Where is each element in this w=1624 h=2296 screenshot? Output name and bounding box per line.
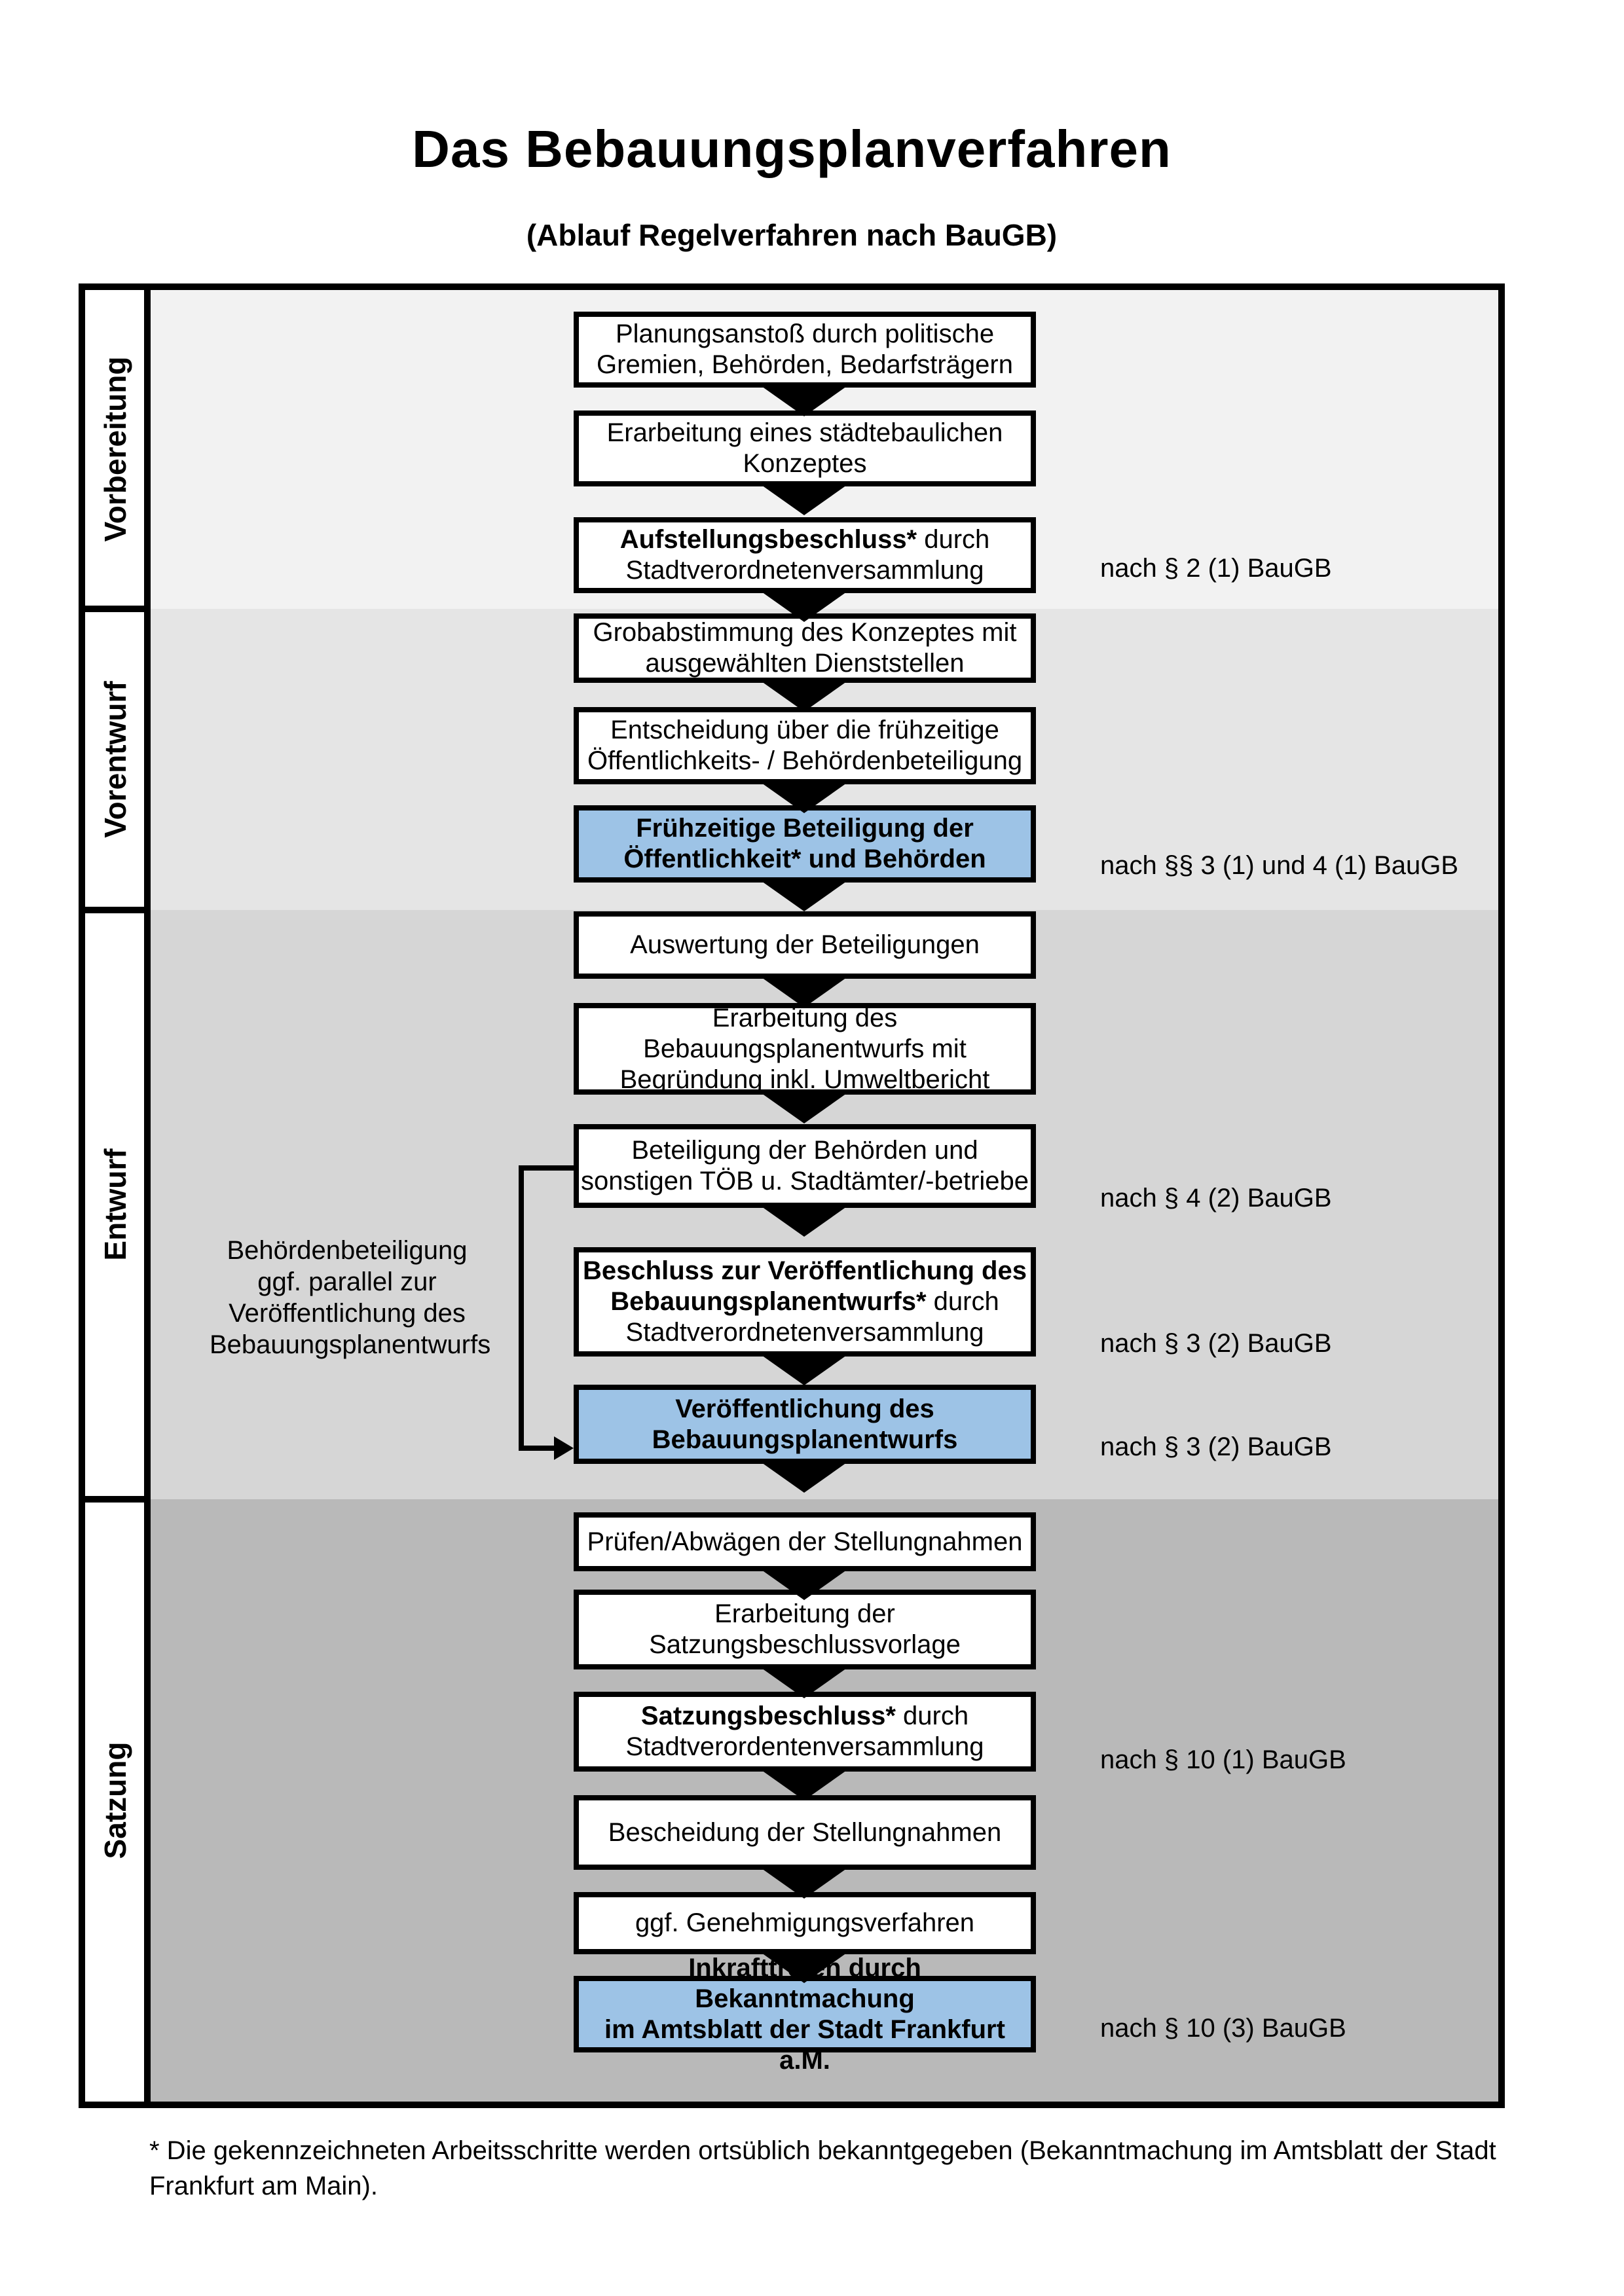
connector-arrow-icon	[554, 1436, 574, 1460]
flow-step-line: Erarbeitung eines städtebaulichen	[606, 418, 1003, 447]
arrow-down-icon	[762, 1355, 847, 1385]
flow-step-line: Erarbeitung des	[712, 1003, 898, 1032]
legal-reference: nach § 2 (1) BauGB	[1100, 554, 1332, 583]
arrow-down-icon	[762, 1953, 847, 1983]
flow-step-line: Stadtverordnetenversammlung	[625, 1318, 984, 1347]
flow-step-line: Öffentlichkeit* und Behörden	[623, 845, 986, 873]
legal-reference: nach §§ 3 (1) und 4 (1) BauGB	[1100, 851, 1458, 880]
flow-step-line: Prüfen/Abwägen der Stellungnahmen	[587, 1527, 1023, 1556]
flow-step-line: Öffentlichkeits- / Behördenbeteiligung	[587, 746, 1023, 775]
flow-step-line: Auswertung der Beteiligungen	[630, 930, 980, 959]
flow-step-line: Konzeptes	[743, 449, 867, 478]
flow-step-line: Bescheidung der Stellungnahmen	[608, 1817, 1002, 1847]
sidebar-divider	[144, 283, 151, 2108]
flow-step-line: Planungsanstoß durch politische	[615, 319, 995, 348]
flow-step-line: Beschluss zur Veröffentlichung des	[583, 1256, 1027, 1285]
arrow-down-icon	[762, 682, 847, 712]
flow-step-line: sonstigen TÖB u. Stadtämter/-betriebe	[580, 1167, 1029, 1195]
flow-step-line: Erarbeitung der	[714, 1599, 895, 1628]
arrow-down-icon	[762, 1207, 847, 1237]
page-title: Das Bebauungsplanverfahren	[412, 120, 1172, 178]
side-annotation-line: ggf. parallel zur	[257, 1267, 437, 1296]
arrow-down-icon	[762, 881, 847, 911]
connector-vertical-line	[519, 1165, 524, 1451]
flow-step-line: Begründung inkl. Umweltbericht	[619, 1065, 990, 1094]
arrow-down-icon	[762, 1868, 847, 1899]
connector-bottom-stub	[519, 1446, 554, 1451]
legal-reference: nach § 10 (3) BauGB	[1100, 2014, 1346, 2043]
arrow-down-icon	[762, 592, 847, 622]
arrow-down-icon	[762, 386, 847, 416]
flow-step-line: Entscheidung über die frühzeitige	[610, 716, 999, 744]
flow-step-line: Aufstellungsbeschluss* durch	[619, 525, 990, 554]
sidebar-label-satzung: Satzung	[98, 1741, 132, 1859]
arrow-down-icon	[762, 1093, 847, 1123]
flow-step-line: Bebauungsplanentwurfs mit	[643, 1034, 967, 1063]
sidebar-separator	[79, 907, 151, 913]
legal-reference: nach § 3 (2) BauGB	[1100, 1432, 1332, 1461]
sidebar-label-vorentwurf: Vorentwurf	[98, 681, 132, 838]
sidebar-separator	[79, 606, 151, 612]
arrow-down-icon	[762, 1668, 847, 1698]
flow-step: Auswertung der Beteiligungen	[574, 911, 1036, 979]
legal-reference: nach § 3 (2) BauGB	[1100, 1329, 1332, 1358]
flow-step-line: im Amtsblatt der Stadt Frankfurt a.M.	[604, 2014, 1005, 2075]
flow-step-line: Bebauungsplanentwurfs* durch	[610, 1287, 999, 1316]
flow-step-line: ggf. Genehmigungsverfahren	[635, 1908, 975, 1937]
side-annotation-line: Bebauungsplanentwurfs	[210, 1330, 491, 1359]
flow-step-line: Veröffentlichung des	[675, 1394, 934, 1423]
sidebar-label-entwurf: Entwurf	[98, 1148, 132, 1261]
legal-reference: nach § 4 (2) BauGB	[1100, 1184, 1332, 1212]
side-annotation-line: Veröffentlichung des	[229, 1299, 466, 1328]
flow-step-line: Beteiligung der Behörden und	[631, 1136, 978, 1165]
diagram-frame	[79, 283, 1505, 2108]
legal-reference: nach § 10 (1) BauGB	[1100, 1745, 1346, 1774]
flow-step-line: Bebauungsplanentwurfs	[652, 1425, 958, 1454]
page-subtitle: (Ablauf Regelverfahren nach BauGB)	[526, 218, 1058, 252]
flow-step-line: Satzungsbeschlussvorlage	[649, 1630, 961, 1659]
flow-step-line: Stadtverordentenversammlung	[625, 1732, 984, 1761]
flow-step-line: Stadtverordnetenversammlung	[625, 556, 984, 585]
sidebar-label-vorbereitung: Vorbereitung	[98, 356, 132, 542]
arrow-down-icon	[762, 1463, 847, 1493]
arrow-down-icon	[762, 977, 847, 1008]
sidebar-separator	[79, 1496, 151, 1503]
flow-step: ggf. Genehmigungsverfahren	[574, 1892, 1036, 1954]
arrow-down-icon	[762, 1570, 847, 1600]
flow-step: Bescheidung der Stellungnahmen	[574, 1795, 1036, 1870]
connector-top-stub	[519, 1165, 574, 1171]
arrow-down-icon	[762, 1770, 847, 1800]
side-annotation-line: Behördenbeteiligung	[227, 1236, 468, 1265]
footnote: * Die gekennzeichneten Arbeitsschritte w…	[149, 2136, 1496, 2200]
flow-step: Prüfen/Abwägen der Stellungnahmen	[574, 1512, 1036, 1571]
flow-step-line: Gremien, Behörden, Bedarfsträgern	[597, 350, 1013, 379]
flow-step-line: Satzungsbeschluss* durch	[640, 1702, 969, 1730]
flow-step-line: Frühzeitige Beteiligung der	[636, 814, 974, 843]
arrow-down-icon	[762, 485, 847, 515]
arrow-down-icon	[762, 783, 847, 813]
flow-step-line: ausgewählten Dienststellen	[645, 649, 965, 678]
flow-step-line: Grobabstimmung des Konzeptes mit	[593, 618, 1017, 647]
